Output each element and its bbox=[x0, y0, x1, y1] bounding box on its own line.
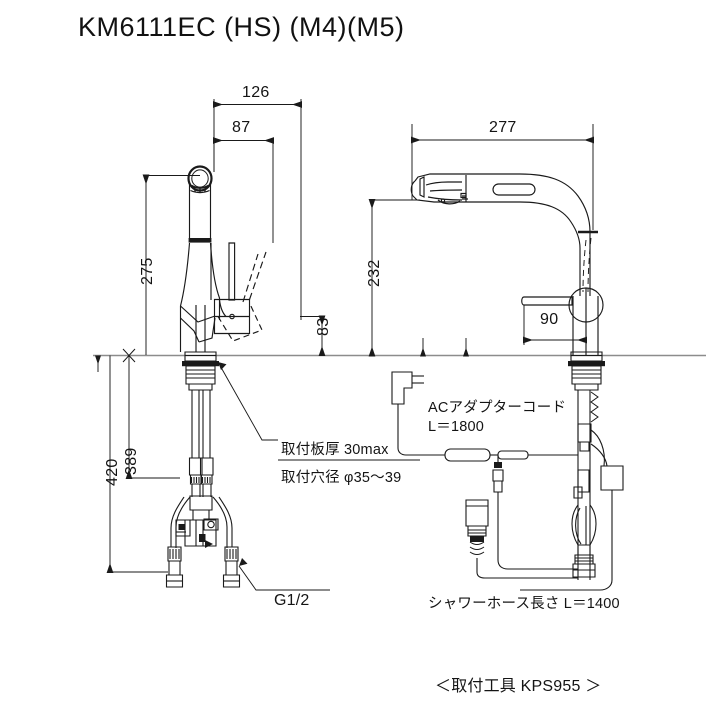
dim-depth-below-deck: 389 bbox=[123, 447, 140, 475]
callout-hole-diameter: 取付穴径 φ35〜39 bbox=[281, 470, 402, 486]
dim-width-overall: 126 bbox=[242, 84, 270, 101]
dim-height-above-deck: 275 bbox=[139, 257, 156, 285]
page-title: KM6111EC (HS) (M4)(M5) bbox=[78, 12, 405, 42]
callout-plate-thickness: 取付板厚 30max bbox=[281, 442, 389, 458]
shower-hose-connector bbox=[466, 490, 612, 590]
left-deck-mount-hardware bbox=[182, 352, 219, 497]
right-faucet-body bbox=[411, 174, 603, 356]
callout-shower-hose: シャワーホース長さ L＝1400 bbox=[428, 596, 620, 612]
dim-height: 232 bbox=[366, 259, 383, 287]
dim-reach: 277 bbox=[489, 119, 517, 136]
right-dimension-lines bbox=[95, 124, 594, 372]
callout-thread-g12: G1/2 bbox=[274, 592, 310, 609]
callout-ac-adapter-line2: L＝1800 bbox=[428, 419, 485, 435]
ac-adapter-and-cord bbox=[392, 372, 578, 520]
right-deck-mount-hardware bbox=[568, 352, 623, 580]
dim-width-inner: 87 bbox=[232, 119, 251, 136]
left-dimension-lines bbox=[106, 99, 420, 590]
left-lever-handle bbox=[215, 243, 267, 341]
left-faucet-body bbox=[181, 167, 227, 353]
dim-total-below-deck: 420 bbox=[104, 458, 121, 486]
dim-lever-height: 83 bbox=[315, 317, 332, 336]
footer-tool-note: ＜取付工具 KPS955 ＞ bbox=[435, 678, 602, 695]
left-supply-hoses bbox=[167, 496, 240, 587]
callout-ac-adapter-line1: ACアダプターコード bbox=[428, 400, 567, 416]
dim-handle-offset: 90 bbox=[540, 311, 559, 328]
